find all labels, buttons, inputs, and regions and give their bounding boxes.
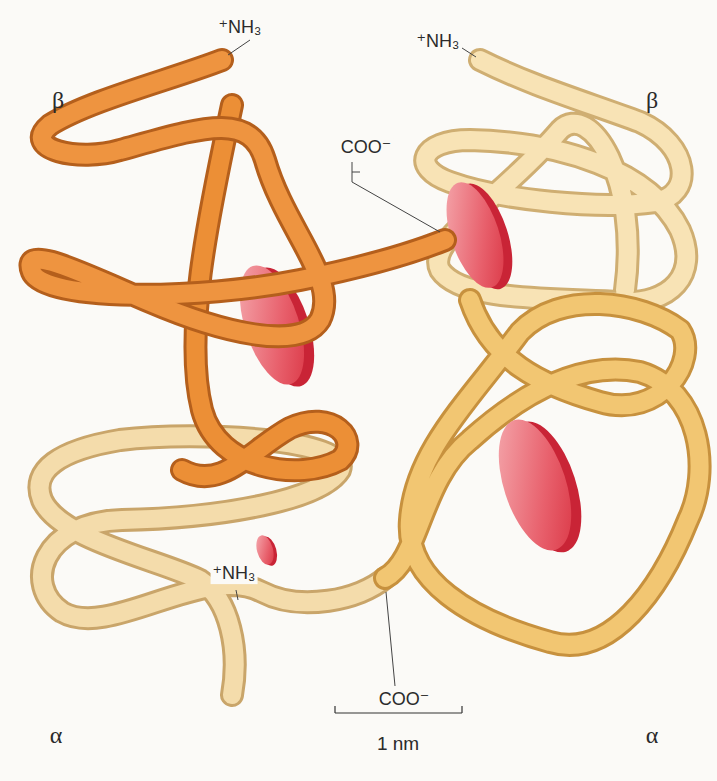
leader-line <box>462 48 476 57</box>
heme-disc <box>485 408 596 564</box>
subunit-label: α <box>644 722 661 748</box>
subunit-label: β <box>50 87 66 113</box>
leader-line <box>228 40 250 55</box>
beta-chain <box>425 60 686 302</box>
alpha-chain <box>385 300 700 645</box>
terminus-label: ⁺NH₃ <box>217 18 264 38</box>
beta-chain <box>30 60 445 476</box>
terminus-label: ⁺NH₃ <box>415 32 462 52</box>
bracket <box>352 162 440 232</box>
subunit-label: β <box>644 87 660 113</box>
scale-label: 1 nm <box>375 734 421 755</box>
terminus-label: COO⁻ <box>339 138 394 158</box>
terminus-label: COO⁻ <box>377 690 432 710</box>
leader-line <box>386 592 395 686</box>
subunit-label: α <box>48 722 65 748</box>
leader-lines <box>228 40 476 686</box>
leader-line <box>236 590 238 600</box>
terminus-label: ⁺NH₃ <box>211 564 258 584</box>
